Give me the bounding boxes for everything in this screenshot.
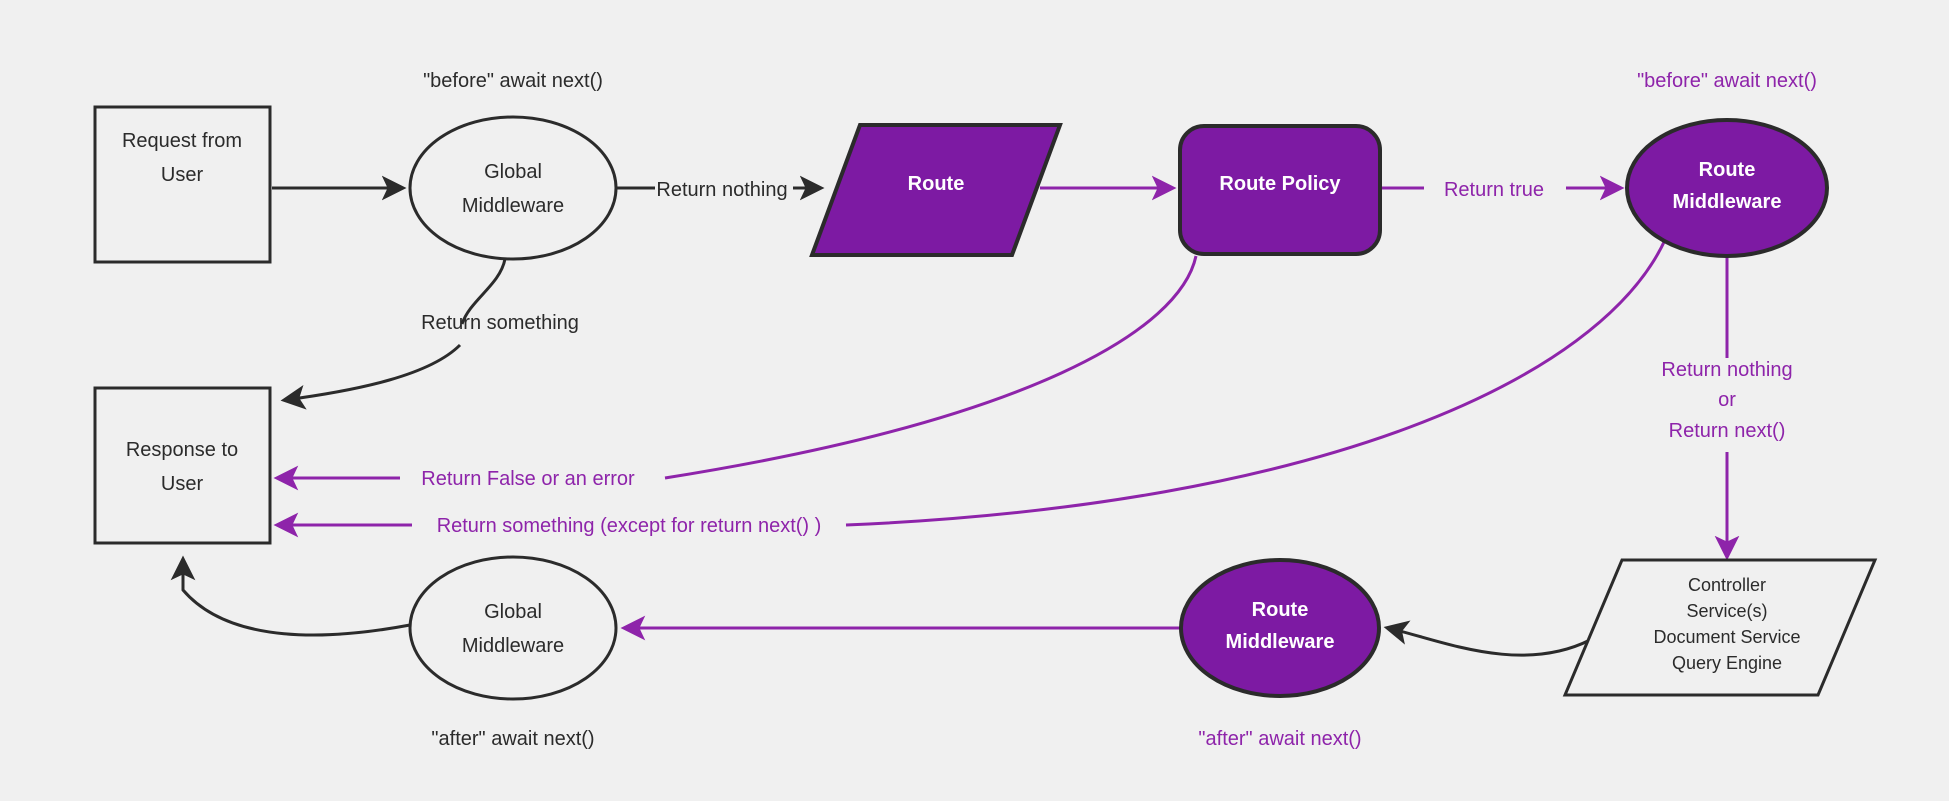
node-route-policy[interactable]: Route Policy bbox=[1178, 124, 1382, 256]
label-before-await-next-top-left: "before" await next() bbox=[423, 70, 603, 92]
global-middleware-top-label-line1: Global bbox=[484, 161, 542, 183]
route-middleware-top-shape bbox=[1625, 118, 1829, 258]
edge-global-middleware-return-something-lower bbox=[280, 343, 462, 410]
label-after-await-next-bottom-left: "after" await next() bbox=[431, 728, 594, 750]
label-return-nothing-or-next-line1: Return nothing bbox=[1661, 359, 1792, 381]
request-from-user-shape bbox=[93, 105, 272, 264]
controller-services-label-line2: Service(s) bbox=[1686, 601, 1767, 621]
label-return-something-top: Return something bbox=[421, 312, 579, 334]
global-middleware-top-shape bbox=[408, 115, 618, 261]
label-return-nothing-or-next-line2: or bbox=[1718, 389, 1736, 411]
global-middleware-bottom-shape bbox=[408, 555, 618, 701]
edge-controller-to-route-middleware-bottom bbox=[1383, 620, 1591, 657]
route-middleware-top-label-line2: Middleware bbox=[1673, 191, 1782, 213]
node-route-middleware-bottom[interactable]: Route Middleware bbox=[1179, 558, 1381, 698]
route-middleware-top-label-line1: Route bbox=[1699, 159, 1756, 181]
node-route-middleware-top[interactable]: Route Middleware bbox=[1625, 118, 1829, 258]
node-route[interactable]: Route bbox=[809, 123, 1063, 257]
request-from-user-label-line1: Request from bbox=[122, 130, 242, 152]
route-middleware-bottom-shape bbox=[1179, 558, 1381, 698]
global-middleware-bottom-label-line2: Middleware bbox=[462, 635, 564, 657]
route-middleware-bottom-label-line1: Route bbox=[1252, 599, 1309, 621]
label-return-nothing-top: Return nothing bbox=[656, 179, 787, 201]
edge-global-middleware-return-something-upper bbox=[460, 258, 507, 325]
label-return-false-or-error: Return False or an error bbox=[421, 468, 635, 490]
response-to-user-shape bbox=[93, 386, 272, 545]
route-shape bbox=[809, 123, 1063, 257]
controller-services-label-line4: Query Engine bbox=[1672, 653, 1782, 673]
label-before-await-next-top-right: "before" await next() bbox=[1637, 70, 1817, 92]
route-policy-label: Route Policy bbox=[1219, 173, 1341, 195]
edge-global-middleware-bottom-to-response bbox=[170, 555, 411, 637]
request-from-user-label-line2: User bbox=[161, 164, 204, 186]
label-return-something-except-next: Return something (except for return next… bbox=[437, 515, 822, 537]
label-return-nothing-or-next-line3: Return next() bbox=[1669, 420, 1786, 442]
node-global-middleware-top[interactable]: Global Middleware bbox=[408, 115, 618, 261]
controller-services-shape bbox=[1562, 558, 1878, 697]
node-response-to-user[interactable]: Response to User bbox=[93, 386, 272, 545]
route-middleware-bottom-label-line2: Middleware bbox=[1226, 631, 1335, 653]
response-to-user-label-line1: Response to bbox=[126, 439, 238, 461]
node-controller-services[interactable]: Controller Service(s) Document Service Q… bbox=[1562, 558, 1878, 697]
edge-route-middleware-return-something-curve bbox=[845, 239, 1667, 527]
response-to-user-label-line2: User bbox=[161, 473, 204, 495]
route-label: Route bbox=[908, 173, 965, 195]
route-policy-shape bbox=[1178, 124, 1382, 256]
label-return-true: Return true bbox=[1444, 179, 1544, 201]
node-global-middleware-bottom[interactable]: Global Middleware bbox=[408, 555, 618, 701]
controller-services-label-line3: Document Service bbox=[1653, 627, 1800, 647]
global-middleware-bottom-label-line1: Global bbox=[484, 601, 542, 623]
edge-route-policy-return-false-curve bbox=[664, 255, 1198, 480]
global-middleware-top-label-line2: Middleware bbox=[462, 195, 564, 217]
label-after-await-next-bottom-mid: "after" await next() bbox=[1198, 728, 1361, 750]
node-request-from-user[interactable]: Request from User bbox=[93, 105, 272, 264]
controller-services-label-line1: Controller bbox=[1688, 575, 1766, 595]
